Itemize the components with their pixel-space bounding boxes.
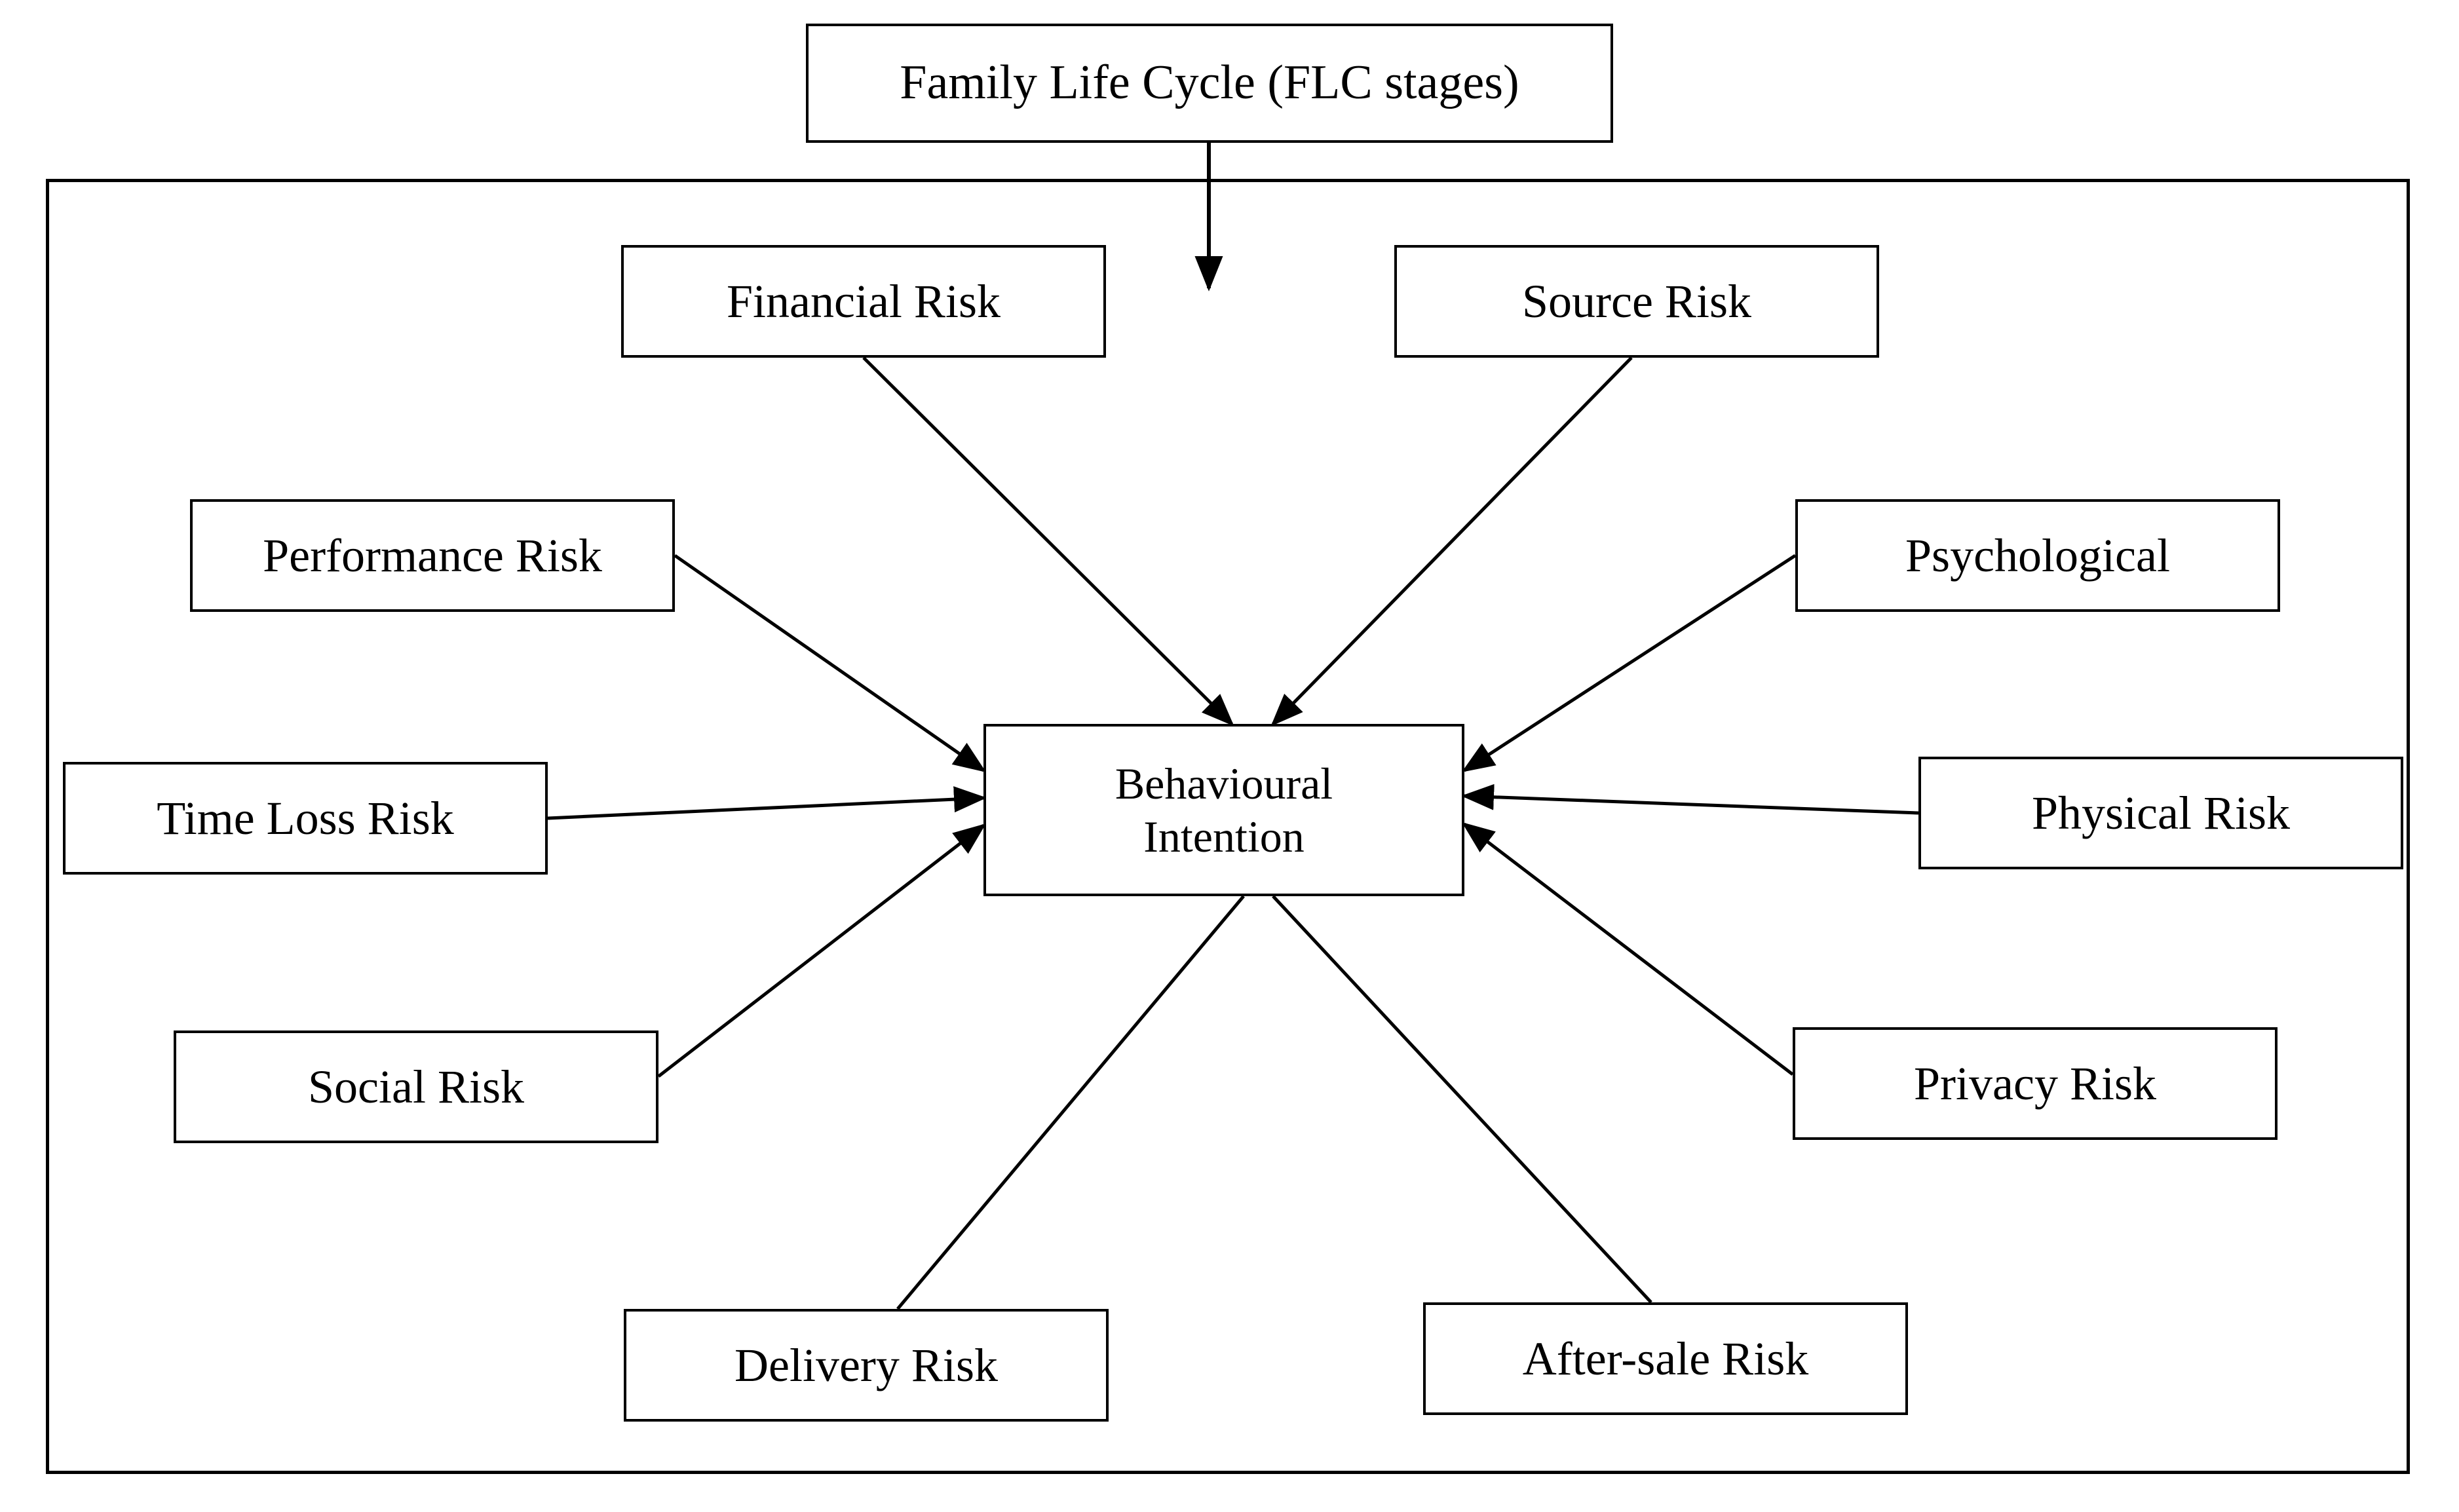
node-privacy-risk-label: Privacy Risk	[1914, 1057, 2156, 1110]
connector-time-loss-risk-to-behavioural-intention	[547, 786, 987, 820]
node-social-risk-label: Social Risk	[307, 1060, 524, 1113]
node-behavioural-intention-label: Behavioural Intention	[1115, 759, 1333, 861]
node-behavioural-intention[interactable]: Behavioural Intention	[983, 724, 1464, 896]
node-delivery-risk[interactable]: Delivery Risk	[624, 1309, 1109, 1422]
node-social-risk[interactable]: Social Risk	[174, 1030, 658, 1143]
node-financial-risk-label: Financial Risk	[727, 274, 1001, 328]
connector-psychological-to-behavioural-intention	[1461, 554, 1797, 772]
node-physical-risk[interactable]: Physical Risk	[1918, 757, 2403, 869]
connector-behavioural-intention-to-after-sale-risk	[1272, 895, 1652, 1304]
connector-behavioural-intention-to-delivery-risk	[896, 895, 1245, 1310]
node-financial-risk[interactable]: Financial Risk	[621, 245, 1106, 358]
node-time-loss-risk[interactable]: Time Loss Risk	[63, 762, 548, 875]
node-psychological[interactable]: Psychological	[1795, 499, 2280, 612]
node-source-risk-label: Source Risk	[1522, 274, 1751, 328]
connector-performance-risk-to-behavioural-intention	[674, 554, 987, 772]
node-delivery-risk-label: Delivery Risk	[734, 1338, 998, 1391]
connector-physical-risk-to-behavioural-intention	[1461, 784, 1919, 815]
connector-financial-risk-to-behavioural-intention	[862, 356, 1234, 727]
node-physical-risk-label: Physical Risk	[2031, 786, 2291, 839]
connector-source-risk-to-behavioural-intention	[1270, 356, 1633, 727]
node-after-sale-risk[interactable]: After-sale Risk	[1423, 1302, 1908, 1415]
node-privacy-risk[interactable]: Privacy Risk	[1793, 1027, 2278, 1140]
connector-privacy-risk-to-behavioural-intention	[1462, 822, 1794, 1076]
node-family-life-cycle[interactable]: Family Life Cycle (FLC stages)	[806, 24, 1613, 143]
node-source-risk[interactable]: Source Risk	[1394, 245, 1879, 358]
node-performance-risk-label: Performance Risk	[263, 529, 602, 582]
node-time-loss-risk-label: Time Loss Risk	[157, 791, 454, 844]
connector-social-risk-to-behavioural-intention	[657, 823, 986, 1078]
node-family-life-cycle-label: Family Life Cycle (FLC stages)	[900, 56, 1519, 110]
node-psychological-label: Psychological	[1905, 529, 2170, 582]
node-performance-risk[interactable]: Performance Risk	[190, 499, 675, 612]
node-after-sale-risk-label: After-sale Risk	[1522, 1332, 1809, 1385]
